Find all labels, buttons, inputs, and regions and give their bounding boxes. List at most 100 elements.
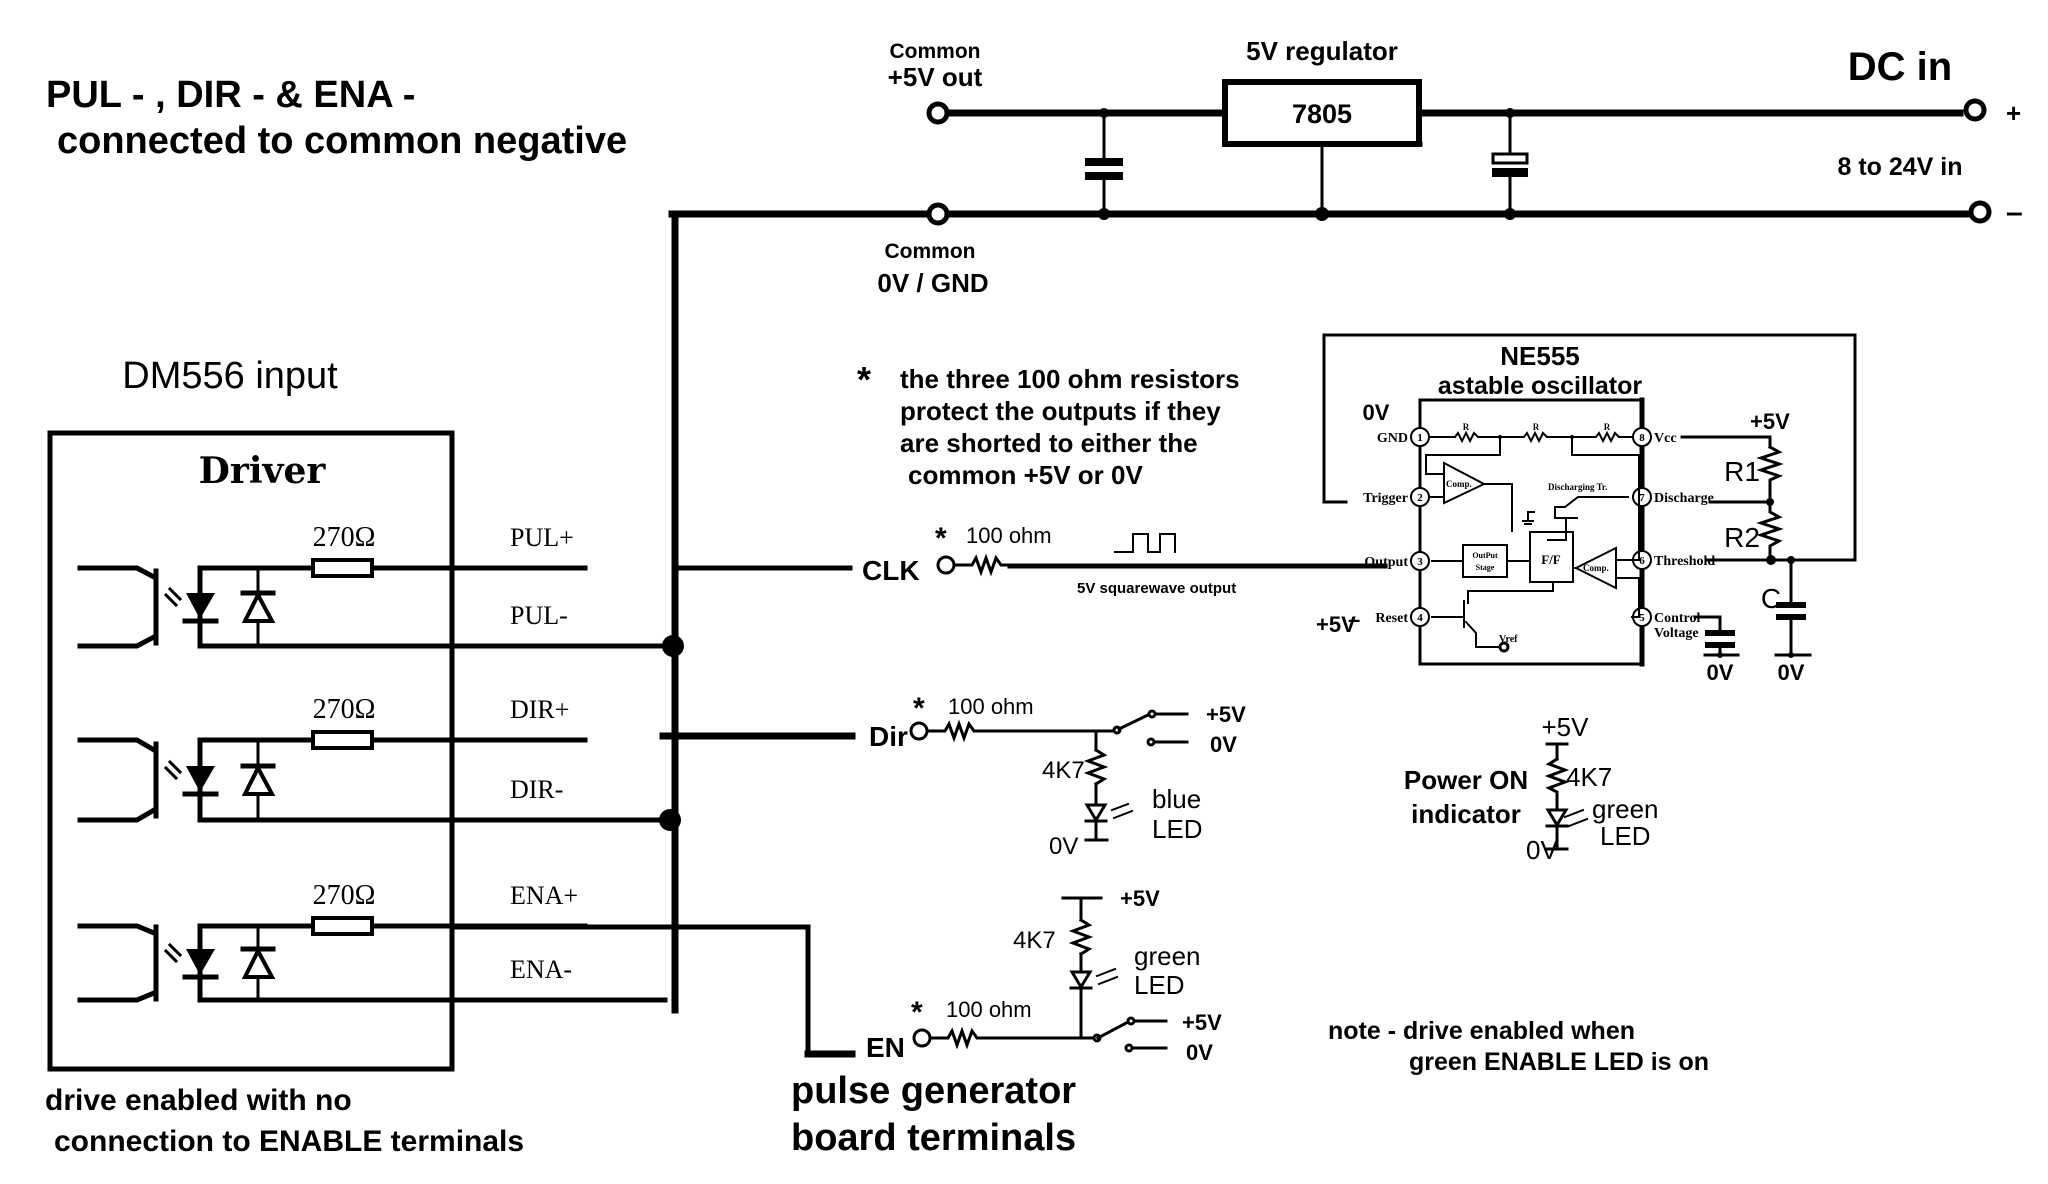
green-led-label-2: LED <box>1134 970 1185 1000</box>
resistor-270-icon <box>311 730 374 750</box>
r1-label: R1 <box>1724 456 1760 487</box>
r-label: R <box>1604 422 1611 432</box>
gnd-label-top: Common <box>885 240 976 263</box>
note-line-1: PUL - , DIR - & ENA - <box>46 74 415 116</box>
squarewave-icon <box>1114 533 1176 553</box>
clk-terminal-icon <box>936 555 956 575</box>
squarewave-label: 5V squarewave output <box>1077 580 1236 597</box>
v5-label: +5V <box>1542 712 1590 742</box>
pin-circle <box>1410 607 1430 627</box>
star: * <box>913 692 925 725</box>
power-supply: Common +5V out 5V regulator DC in 8 to 2… <box>668 36 2023 298</box>
pin-number: 6 <box>1639 555 1645 567</box>
r-label: R <box>1463 422 1470 432</box>
reset-dash: – <box>1348 607 1360 632</box>
blue-led-label-1: blue <box>1152 784 1201 814</box>
plus-sign: + <box>2006 98 2021 128</box>
flip-flop-block <box>1529 531 1574 583</box>
pullup-value: 4K7 <box>1042 757 1085 784</box>
green-led-label-1: green <box>1134 941 1201 971</box>
ne555-title: NE555 <box>1500 341 1580 371</box>
regulator-part: 7805 <box>1292 99 1352 129</box>
c-label: C <box>1761 583 1781 614</box>
v5-label: +5V <box>1120 886 1160 911</box>
pin-name: Control <box>1654 611 1701 626</box>
pin-name: Discharge <box>1654 491 1714 506</box>
resistor-note-3: are shorted to either the <box>900 428 1198 458</box>
comp-label: Comp. <box>1583 563 1609 573</box>
pullup-value: 4K7 <box>1013 927 1056 954</box>
terminal-label-minus: PUL- <box>510 601 568 630</box>
v0-label: 0V <box>1186 1040 1213 1065</box>
ne555-pin: 6 Threshold <box>1632 550 1715 570</box>
resistor-value: 270Ω <box>313 522 376 553</box>
drive-enabled-note-1: drive enabled with no <box>45 1084 352 1117</box>
r2-label: R2 <box>1724 522 1760 553</box>
v0-label: 0V <box>1049 833 1078 860</box>
resistor-label: 100 ohm <box>948 694 1034 719</box>
board-terminals-label-2: board terminals <box>791 1117 1076 1159</box>
dc-in-title: DC in <box>1848 45 1952 89</box>
cap-gnd-label: 0V <box>1778 660 1805 685</box>
led-label-1: green <box>1592 794 1659 824</box>
v0-label: 0V <box>1210 732 1237 757</box>
pin-name-line2: Voltage <box>1654 626 1699 641</box>
driver-box-title: Driver <box>199 450 327 492</box>
diode-icon <box>241 590 276 623</box>
resistor-label: 100 ohm <box>946 997 1032 1022</box>
resistor-value: 270Ω <box>313 694 376 725</box>
terminal-label-minus: ENA- <box>510 955 572 984</box>
pin-number: 4 <box>1417 612 1423 624</box>
electrolytic-capacitor-icon <box>1491 152 1529 165</box>
minus-sign: – <box>2006 196 2023 229</box>
reset-supply-label: +5V <box>1316 612 1356 637</box>
pin-name: Output <box>1364 555 1408 570</box>
led-label-2: LED <box>1600 821 1651 851</box>
driver-channel: 270Ω PUL+ PUL- <box>77 522 676 649</box>
power-on-label-2: indicator <box>1411 799 1521 829</box>
resistor-note-2: protect the outputs if they <box>900 396 1221 426</box>
terminal-label-plus: PUL+ <box>510 523 574 552</box>
pin-number: 5 <box>1639 612 1645 624</box>
board-terminals-label-1: pulse generator <box>791 1070 1076 1112</box>
driver-box <box>47 430 455 1072</box>
enable-note-2: green ENABLE LED is on <box>1409 1048 1709 1076</box>
clk-terminal: CLK * 100 ohm 5V squarewave output <box>672 522 1388 597</box>
blue-led-icon <box>1084 803 1108 823</box>
terminal-label-plus: ENA+ <box>510 881 578 910</box>
enable-note-1: note - drive enabled when <box>1328 1017 1635 1045</box>
internal-resistors <box>1453 430 1633 444</box>
power-on-indicator: +5V 4K7 0V green LED Power ON indicator <box>1404 712 1659 865</box>
driver-channel: 270Ω ENA+ ENA- <box>77 880 668 1003</box>
resistor-270-icon <box>311 916 374 936</box>
resistor-label: 100 ohm <box>966 523 1052 548</box>
regulator-title: 5V regulator <box>1246 36 1398 66</box>
terminal-gnd <box>926 202 950 226</box>
pin-number: 7 <box>1639 492 1645 504</box>
pin-name: Threshold <box>1654 554 1715 569</box>
comp-label: Comp. <box>1446 479 1472 489</box>
v0-label: 0V <box>1526 835 1558 865</box>
gnd-label: 0V / GND <box>877 268 988 298</box>
blue-led-label-2: LED <box>1152 814 1203 844</box>
vcc-rail: +5V <box>1750 409 1790 434</box>
note-star: * <box>857 359 871 400</box>
clk-label: CLK <box>862 555 920 586</box>
resistor-value: 270Ω <box>313 880 376 911</box>
v5-label: +5V <box>1182 1010 1222 1035</box>
diode-icon <box>241 763 276 796</box>
junction <box>1315 207 1329 221</box>
dir-terminal: Dir * 100 ohm +5V 0V 4K7 0V blue LED <box>659 692 1246 860</box>
timing-capacitor-icon <box>1776 602 1806 608</box>
pin-name: Vcc <box>1654 431 1677 446</box>
comparator-icon <box>1573 546 1617 590</box>
led-icon <box>186 949 215 975</box>
pin-name: GND <box>1377 431 1408 446</box>
output-stage-label-2: Stage <box>1476 563 1495 572</box>
pin-number: 1 <box>1417 432 1423 444</box>
